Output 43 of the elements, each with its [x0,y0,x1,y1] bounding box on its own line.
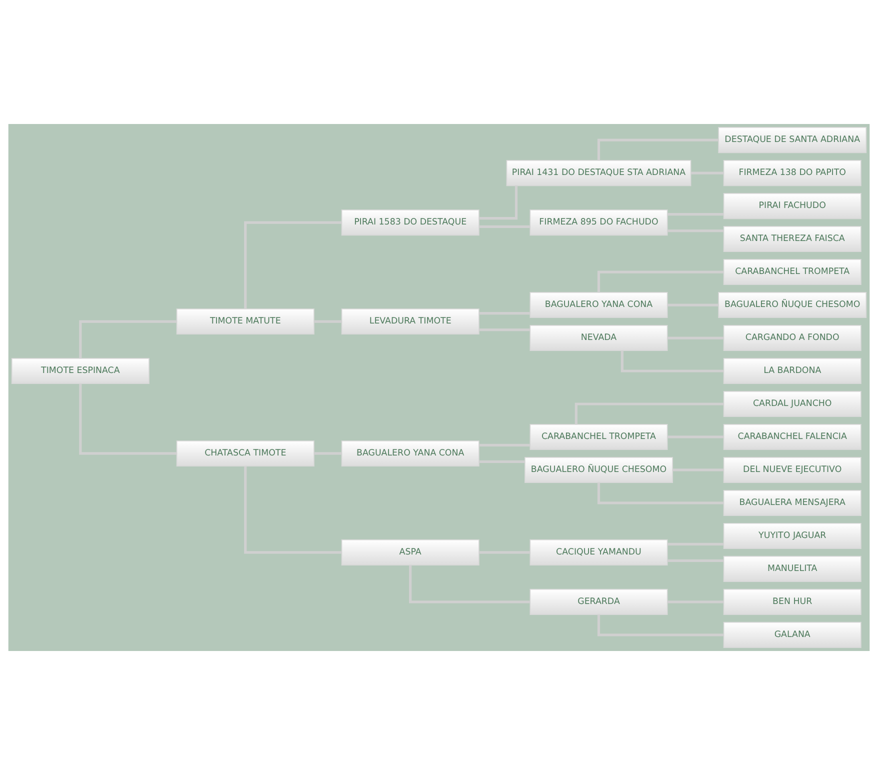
node-box: CARABANCHEL TROMPETA [530,424,668,450]
node-box: TIMOTE ESPINACA [11,358,150,384]
connector [574,402,724,424]
node-box: MANUELITA [723,556,862,582]
node-box: DESTAQUE DE SANTA ADRIANA [718,127,867,154]
node-box: DEL NUEVE EJECUTIVO [723,456,862,483]
node-box: ASPA [341,539,480,566]
node-box: LA BARDONA [723,358,862,384]
node-box: CARABANCHEL FALENCIA [723,424,862,450]
node-box: PIRAI 1583 DO DESTAQUE [341,210,480,236]
connector [244,466,342,554]
connector [79,320,177,358]
node-box: NEVADA [530,325,668,352]
connector [620,350,724,372]
node-box: BEN HUR [723,588,862,615]
node-box: LEVADURA TIMOTE [341,308,480,335]
node-box: BAGUALERO YANA CONA [530,292,668,318]
node-box: SANTA THEREZA FAISCA [723,226,862,252]
node-box: CACIQUE YAMANDU [530,539,668,566]
connector [479,186,518,220]
node-box: GALANA [723,622,862,648]
node-box: PIRAI FACHUDO [723,193,862,220]
connector [79,384,177,455]
node-box: CARABANCHEL TROMPETA [723,259,862,286]
node-box: BAGUALERA MENSAJERA [723,490,862,516]
node-box: BAGUALERO ÑUQUE CHESOMO [718,292,867,318]
node-box: CARDAL JUANCHO [723,390,862,418]
node-box: YUYITO JAGUAR [723,522,862,549]
node-box: PIRAI 1431 DO DESTAQUE STA ADRIANA [506,160,692,186]
node-box: FIRMEZA 895 DO FACHUDO [530,210,668,236]
connector [244,221,342,309]
node-box: GERARDA [530,588,668,615]
node-box: CARGANDO A FONDO [723,325,862,352]
node-box: FIRMEZA 138 DO PAPITO [723,160,862,186]
connector [409,565,530,604]
node-box: CHATASCA TIMOTE [176,440,314,466]
node-box: TIMOTE MATUTE [176,308,314,335]
node-box: BAGUALERO ÑUQUE CHESOMO [524,456,673,483]
connector [597,138,718,160]
connector [597,482,724,504]
node-box: BAGUALERO YANA CONA [341,440,480,466]
connector [597,270,724,292]
connector [597,614,724,636]
